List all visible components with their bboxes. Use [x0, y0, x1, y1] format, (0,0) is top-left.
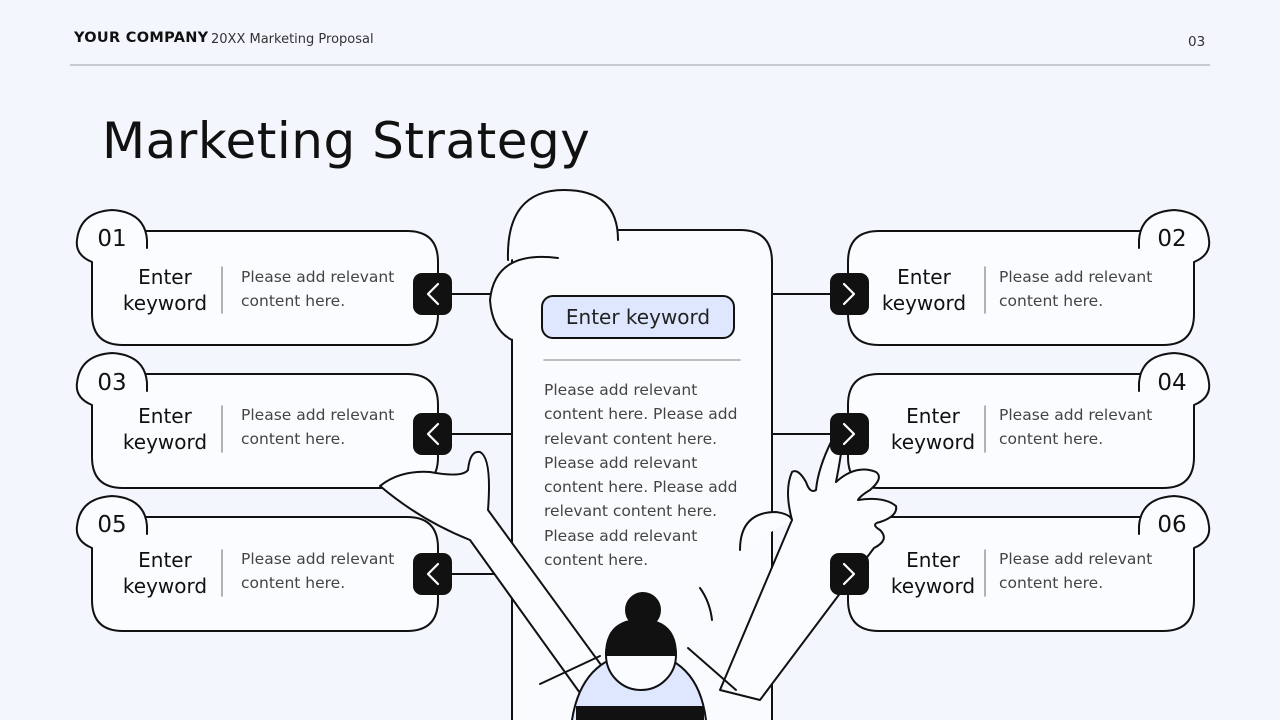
item-keyword: Enter keyword	[881, 265, 967, 315]
right-arm	[719, 437, 898, 701]
card-03-tab	[75, 352, 148, 406]
item-description: Please add relevant content here.	[999, 268, 1153, 310]
item-number: 04	[1157, 370, 1187, 396]
chevron-left-icon	[426, 282, 440, 306]
item-description: Please add relevant content here.	[241, 550, 395, 592]
item-keyword: Enter keyword	[122, 265, 208, 315]
right-shoulder	[739, 511, 793, 551]
company-name: YOUR COMPANY	[74, 30, 209, 46]
proposal-subtitle: 20XX Marketing Proposal	[211, 32, 374, 47]
item-keyword: Enter keyword	[122, 548, 208, 598]
item-number: 06	[1157, 512, 1187, 538]
item-keyword: Enter keyword	[890, 548, 976, 598]
card-05-tab	[75, 495, 148, 549]
item-keyword: Enter keyword	[122, 404, 208, 454]
arrow-button-left-3[interactable]	[413, 553, 452, 595]
card-01-tab	[75, 209, 148, 263]
chevron-right-icon	[842, 562, 856, 586]
card-06-tab	[1138, 495, 1211, 549]
item-description: Please add relevant content here.	[999, 406, 1153, 448]
card-04-tab	[1138, 352, 1211, 406]
chevron-right-icon	[842, 282, 856, 306]
item-number: 01	[97, 226, 127, 252]
chevron-left-icon	[426, 422, 440, 446]
item-description: Please add relevant content here.	[999, 550, 1153, 592]
card-02	[847, 230, 1195, 346]
arrow-button-right-2[interactable]	[830, 413, 869, 455]
item-number: 03	[97, 370, 127, 396]
arrow-button-left-2[interactable]	[413, 413, 452, 455]
chevron-left-icon	[426, 562, 440, 586]
card-02-tab	[1138, 209, 1211, 263]
cloud-bump	[506, 189, 619, 261]
hair	[605, 619, 677, 656]
item-number: 05	[97, 512, 127, 538]
center-keyword-pill: Enter keyword	[541, 295, 735, 339]
item-description: Please add relevant content here.	[241, 268, 395, 310]
chevron-right-icon	[842, 422, 856, 446]
page-title: Marketing Strategy	[102, 112, 591, 170]
leg-line	[539, 655, 601, 685]
left-arm	[379, 450, 613, 701]
page-number: 03	[1188, 34, 1206, 50]
cloud-bump	[489, 256, 559, 341]
arrow-button-right-1[interactable]	[830, 273, 869, 315]
item-description: Please add relevant content here.	[241, 406, 395, 448]
item-number: 02	[1157, 226, 1187, 252]
item-keyword: Enter keyword	[890, 404, 976, 454]
center-description: Please add relevant content here. Please…	[544, 381, 738, 570]
arrow-button-right-3[interactable]	[830, 553, 869, 595]
header-divider	[70, 64, 1210, 66]
arrow-button-left-1[interactable]	[413, 273, 452, 315]
leg-line	[687, 647, 737, 691]
